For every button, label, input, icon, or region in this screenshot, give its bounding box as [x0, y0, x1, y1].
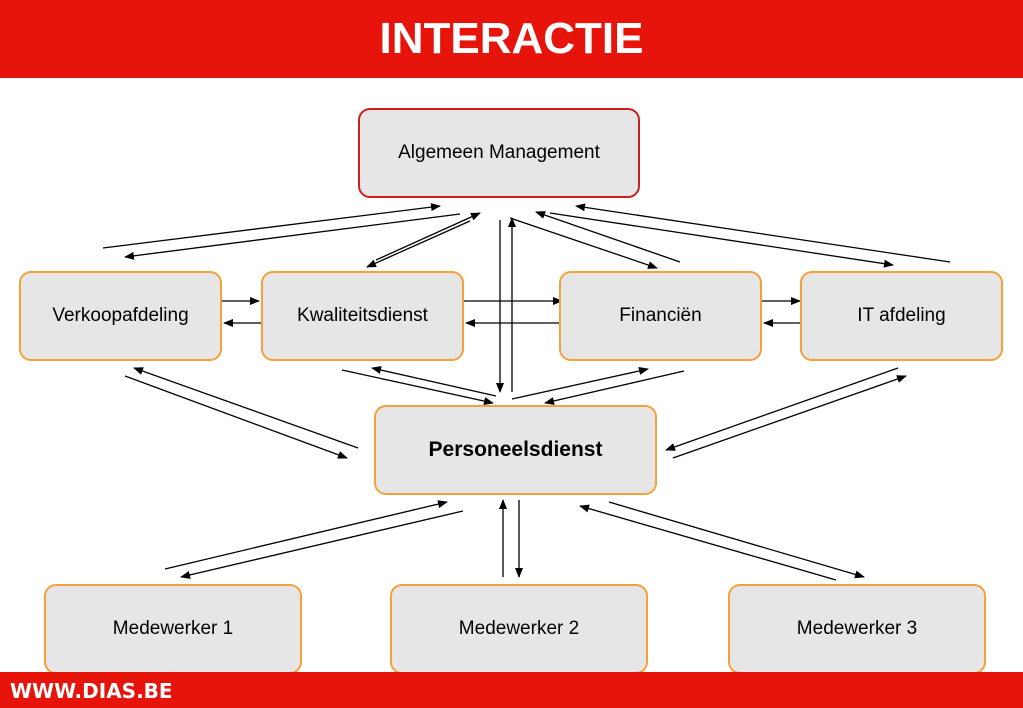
- node-employee-2: Medewerker 2: [390, 584, 648, 674]
- arrow-hr-to-employee3: [608, 501, 865, 579]
- arrow-finance-to-management: [535, 211, 681, 263]
- page-title: INTERACTIE: [379, 14, 644, 63]
- arrow-it-to-hr: [665, 367, 899, 451]
- node-management: Algemeen Management: [358, 108, 640, 198]
- arrow-management-to-quality: [366, 220, 471, 268]
- arrow-quality-to-hr: [341, 369, 494, 405]
- arrow-employee1-to-hr: [164, 500, 448, 570]
- arrow-management-to-it: [549, 212, 894, 268]
- arrow-management-to-finance: [509, 217, 658, 269]
- footer-url: WWW.DIAS.BE: [10, 679, 173, 703]
- arrow-hr-to-quality: [371, 366, 497, 397]
- arrow-employee3-to-hr: [579, 504, 837, 581]
- node-finance: Financiën: [559, 271, 762, 361]
- arrow-it-to-management: [575, 203, 951, 263]
- arrow-hr-to-it: [672, 375, 907, 459]
- node-it: IT afdeling: [800, 271, 1003, 361]
- node-hr: Personeelsdienst: [374, 405, 657, 495]
- arrow-finance-to-hr: [544, 370, 685, 405]
- arrow-sales-to-hr: [124, 375, 348, 459]
- arrow-management-to-sales: [124, 213, 461, 260]
- node-quality: Kwaliteitsdienst: [261, 271, 464, 361]
- node-employee-1: Medewerker 1: [44, 584, 302, 674]
- footer-bar: [0, 672, 1023, 708]
- arrow-quality-to-management: [375, 212, 481, 261]
- header-bar: [0, 0, 1023, 78]
- node-sales: Verkoopafdeling: [19, 271, 222, 361]
- arrow-hr-to-employee1: [180, 510, 464, 579]
- arrow-hr-to-sales: [133, 367, 359, 449]
- node-employee-3: Medewerker 3: [728, 584, 986, 674]
- arrow-hr-to-finance: [511, 367, 649, 400]
- arrow-sales-to-management: [102, 203, 441, 249]
